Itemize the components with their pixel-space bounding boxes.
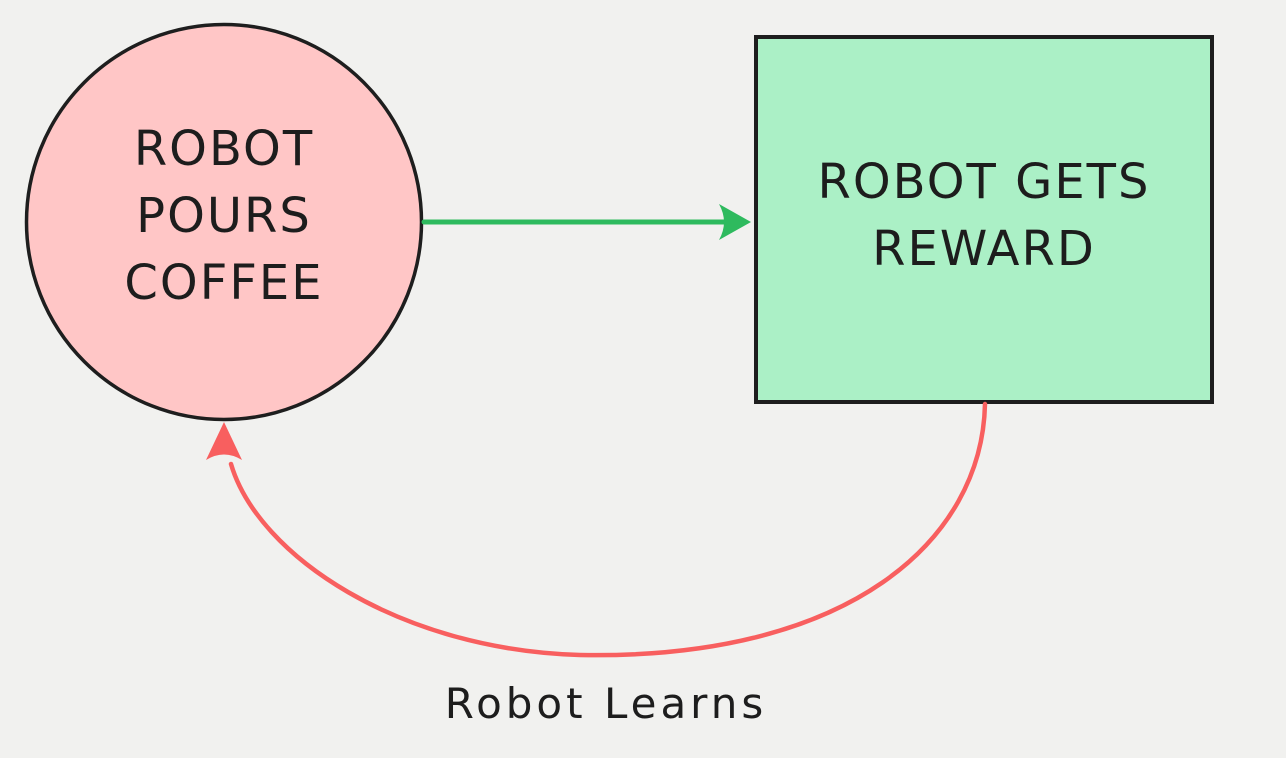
- forward-arrowhead-icon: [719, 204, 751, 240]
- reward-node-label: ROBOT GETS REWARD: [817, 154, 1151, 277]
- action-node-label: ROBOT POURS COFFEE: [124, 121, 324, 311]
- feedback-arrow: [206, 401, 988, 658]
- feedback-edge-label: Robot Learns: [444, 679, 768, 728]
- reward-node-rectangle: [754, 35, 1214, 404]
- forward-arrow: [421, 204, 751, 240]
- feedback-arrow-curve: [228, 401, 988, 658]
- feedback-arrowhead-icon: [206, 422, 242, 460]
